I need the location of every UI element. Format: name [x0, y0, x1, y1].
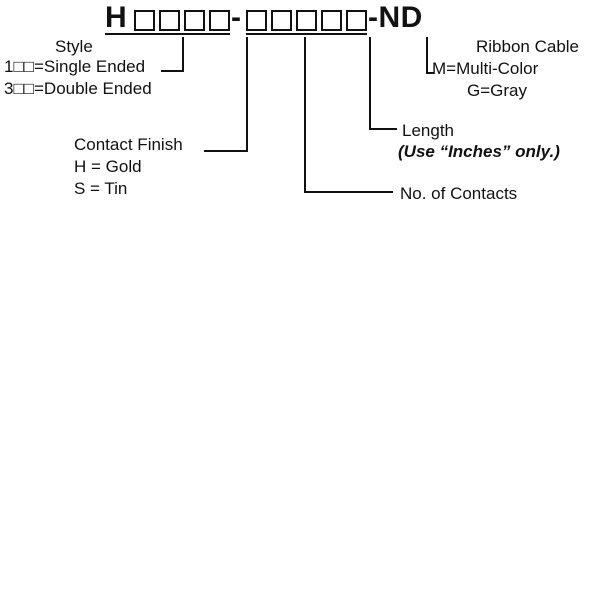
no-of-contacts-connector-horizontal: [304, 191, 393, 193]
style-title: Style: [55, 37, 93, 56]
ribbon-cable-option-gray: G=Gray: [467, 81, 527, 100]
blank-box: [184, 10, 205, 31]
length-connector-vertical: [369, 37, 371, 130]
length-note: (Use “Inches” only.): [398, 142, 560, 161]
blank-box: [134, 10, 155, 31]
contact-finish-title: Contact Finish: [74, 135, 183, 154]
contact-finish-connector-horizontal: [204, 150, 248, 152]
style-connector-vertical: [182, 37, 184, 72]
blank-box: [296, 10, 317, 31]
blank-boxes-group-2: [246, 10, 367, 31]
style-connector-horizontal: [161, 70, 184, 72]
blank-box: [159, 10, 180, 31]
blank-box: [246, 10, 267, 31]
style-option-double-ended: 3□□=Double Ended: [4, 79, 152, 98]
blank-boxes-group-1: [134, 10, 230, 31]
style-option-single-ended: 1□□=Single Ended: [4, 57, 146, 76]
length-title: Length: [402, 121, 454, 140]
ribbon-cable-option-multicolor: M=Multi-Color: [432, 59, 539, 78]
ribbon-cable-title: Ribbon Cable: [476, 37, 580, 56]
ribbon-cable-connector-vertical: [426, 37, 428, 74]
contact-finish-option-gold: H = Gold: [74, 157, 142, 176]
blank-box: [209, 10, 230, 31]
contact-finish-connector-vertical: [246, 37, 248, 152]
no-of-contacts-connector-vertical: [304, 37, 306, 193]
contact-finish-option-tin: S = Tin: [74, 179, 128, 198]
blank-box: [346, 10, 367, 31]
part-number-suffix: -ND: [368, 1, 423, 34]
blank-underline-group-1: [105, 33, 230, 35]
blank-box: [271, 10, 292, 31]
ribbon-cable-connector-horizontal: [426, 72, 434, 74]
no-of-contacts-title: No. of Contacts: [400, 184, 518, 203]
blank-underline-group-2: [246, 33, 367, 35]
part-number-prefix: H: [105, 1, 128, 34]
length-connector-horizontal: [369, 128, 397, 130]
part-number-separator: -: [231, 1, 242, 34]
blank-box: [321, 10, 342, 31]
